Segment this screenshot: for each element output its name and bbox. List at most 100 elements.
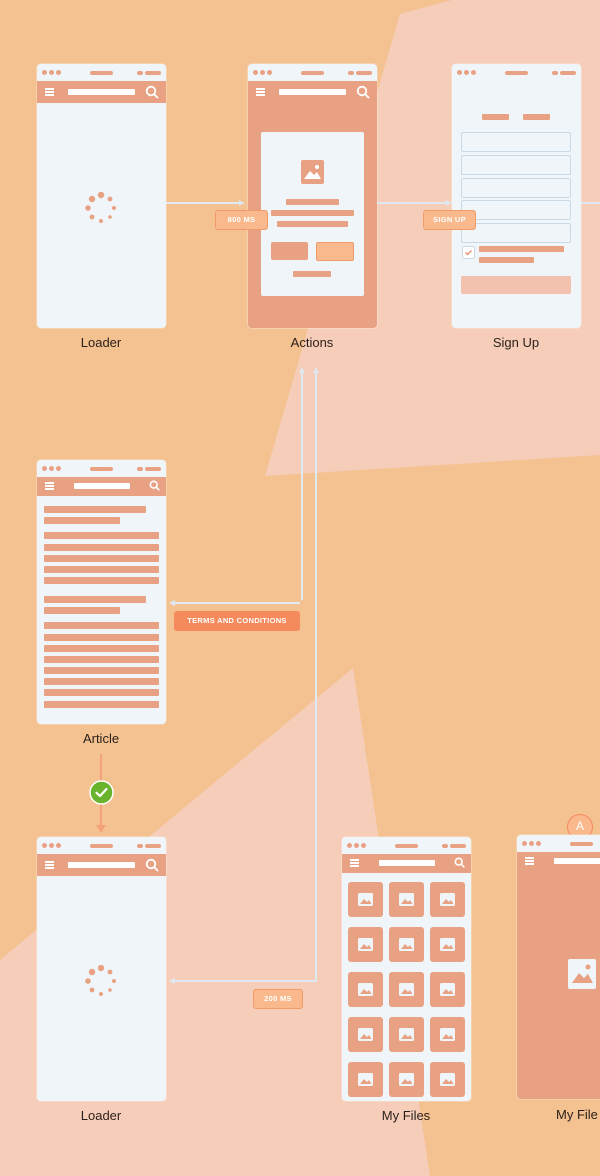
signup-field[interactable]	[461, 178, 571, 198]
connector-actions-loader-horizontal	[173, 980, 315, 982]
secondary-action-button[interactable]	[271, 242, 308, 260]
screen-my-files[interactable]	[342, 837, 471, 1101]
image-icon	[358, 1028, 373, 1041]
image-icon	[399, 1073, 414, 1086]
file-thumbnail[interactable]	[389, 972, 424, 1007]
image-icon	[568, 959, 596, 989]
connector-loader-actions	[166, 202, 244, 204]
file-thumbnail[interactable]	[348, 1062, 383, 1097]
status-bar	[37, 460, 166, 477]
screen-my-file[interactable]	[517, 835, 600, 1099]
image-icon	[358, 938, 373, 951]
connector-actions-loader-vertical	[315, 370, 317, 982]
screen-label: My File	[556, 1107, 598, 1122]
screen-badge-text: A	[575, 819, 584, 833]
file-thumbnail[interactable]	[430, 1017, 465, 1052]
screen-loader-top[interactable]	[37, 64, 166, 328]
image-icon	[440, 983, 455, 996]
image-icon	[358, 983, 373, 996]
menu-icon[interactable]	[45, 88, 54, 96]
status-bar	[452, 64, 581, 81]
menu-icon[interactable]	[525, 857, 534, 865]
screen-label: Loader	[80, 335, 122, 350]
menu-icon[interactable]	[256, 88, 265, 96]
image-icon	[358, 1073, 373, 1086]
image-icon	[440, 1028, 455, 1041]
transition-tag[interactable]: TERMS AND CONDITIONS	[174, 611, 300, 631]
status-bar	[517, 835, 600, 852]
signup-field[interactable]	[461, 223, 571, 243]
screen-label: My Files	[381, 1108, 431, 1123]
spinner-icon	[85, 965, 116, 996]
image-icon	[440, 938, 455, 951]
nav-bar	[37, 854, 166, 876]
screen-actions[interactable]	[248, 64, 377, 328]
menu-icon[interactable]	[350, 859, 359, 867]
arrowhead-actions-in-b	[313, 367, 319, 373]
check-icon	[89, 780, 114, 805]
file-thumbnail[interactable]	[430, 1062, 465, 1097]
file-thumbnail[interactable]	[430, 927, 465, 962]
arrowhead-article	[169, 600, 175, 606]
image-icon	[399, 938, 414, 951]
file-thumbnail[interactable]	[389, 1062, 424, 1097]
connector-actions-article-horizontal	[173, 602, 300, 604]
file-thumbnail[interactable]	[348, 1017, 383, 1052]
nav-bar	[342, 854, 471, 873]
menu-icon[interactable]	[45, 861, 54, 869]
transition-tag[interactable]: SIGN UP	[423, 210, 476, 230]
file-thumbnail[interactable]	[430, 972, 465, 1007]
signup-field[interactable]	[461, 132, 571, 152]
nav-bar	[248, 81, 377, 103]
file-thumbnail[interactable]	[430, 882, 465, 917]
screen-label: Loader	[80, 1108, 122, 1123]
image-icon	[358, 893, 373, 906]
status-bar	[342, 837, 471, 854]
file-thumbnail[interactable]	[389, 1017, 424, 1052]
status-bar	[248, 64, 377, 81]
file-thumbnail[interactable]	[348, 882, 383, 917]
signup-submit-button[interactable]	[461, 276, 571, 294]
file-thumbnail[interactable]	[348, 927, 383, 962]
screen-signup[interactable]	[452, 64, 581, 328]
image-icon	[399, 983, 414, 996]
checkbox-icon[interactable]	[462, 246, 475, 259]
image-icon	[440, 893, 455, 906]
signup-field[interactable]	[461, 200, 571, 220]
file-thumbnail[interactable]	[389, 882, 424, 917]
menu-icon[interactable]	[45, 482, 54, 490]
status-bar	[37, 64, 166, 81]
nav-bar	[37, 81, 166, 103]
signup-field[interactable]	[461, 155, 571, 175]
spinner-icon	[85, 192, 116, 223]
action-modal	[261, 132, 364, 296]
image-icon	[301, 160, 324, 184]
search-icon[interactable]	[454, 857, 465, 868]
search-icon[interactable]	[145, 858, 159, 872]
arrowhead-signup	[446, 200, 451, 206]
screen-label: Sign Up	[492, 335, 540, 350]
status-bar	[37, 837, 166, 854]
arrowhead-loader-bottom	[169, 978, 175, 984]
screen-article[interactable]	[37, 460, 166, 724]
arrowhead-actions	[239, 200, 244, 206]
search-icon[interactable]	[356, 85, 370, 99]
connector-signup-exit	[581, 202, 600, 204]
connector-actions-signup	[377, 202, 451, 204]
file-thumbnail[interactable]	[348, 972, 383, 1007]
search-icon[interactable]	[149, 480, 160, 491]
arrowhead-actions-in-a	[299, 367, 305, 373]
primary-action-button[interactable]	[316, 242, 354, 261]
screen-label: Actions	[290, 335, 334, 350]
arrowhead-article-loader	[96, 825, 106, 833]
image-icon	[399, 893, 414, 906]
search-icon[interactable]	[145, 85, 159, 99]
file-thumbnail[interactable]	[389, 927, 424, 962]
transition-tag[interactable]: 200 MS	[253, 989, 303, 1009]
screen-label: Article	[82, 731, 120, 746]
screen-loader-bottom[interactable]	[37, 837, 166, 1101]
transition-tag[interactable]: 800 MS	[215, 210, 268, 230]
image-icon	[440, 1073, 455, 1086]
